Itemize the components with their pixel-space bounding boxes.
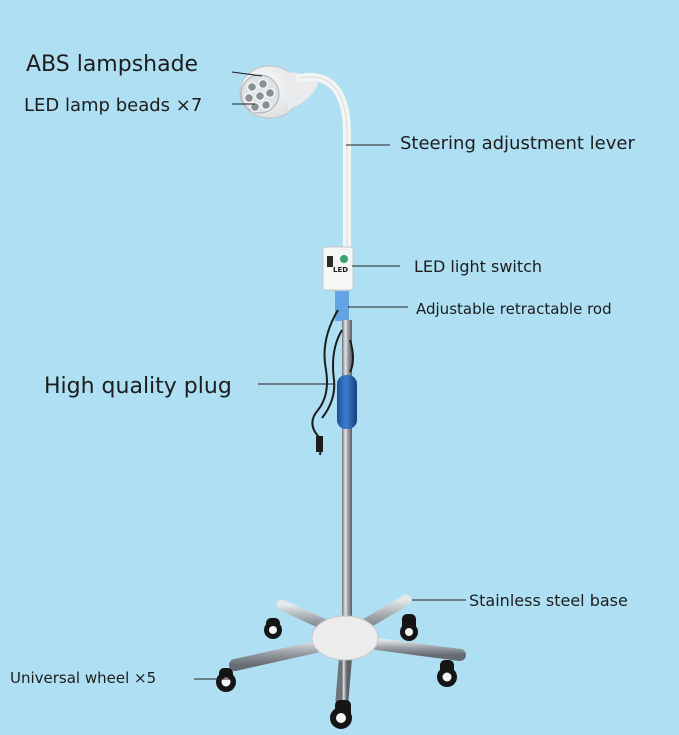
switch-brand-text: LED [333, 266, 349, 274]
main-pole [342, 320, 352, 620]
plug-icon [316, 436, 323, 452]
label-led-lamp-beads: LED lamp beads ×7 [24, 95, 203, 116]
label-abs-lampshade: ABS lampshade [26, 52, 199, 77]
label-steel-base: Stainless steel base [469, 591, 628, 610]
label-universal-wheel: Universal wheel ×5 [10, 669, 157, 687]
label-steering-lever: Steering adjustment lever [400, 133, 635, 154]
switch-box [322, 246, 354, 291]
retractable-collar [335, 291, 349, 321]
universal-wheels-icon [216, 614, 457, 729]
label-led-switch: LED light switch [414, 257, 543, 276]
base-hub [311, 615, 379, 661]
led-beads-icon [243, 78, 276, 113]
gooseneck-arm [296, 73, 351, 252]
pole-grip [337, 375, 357, 429]
leader-lines [194, 71, 466, 680]
power-cable [311, 309, 354, 456]
label-plug: High quality plug [44, 374, 232, 399]
label-retractable-rod: Adjustable retractable rod [416, 300, 612, 318]
